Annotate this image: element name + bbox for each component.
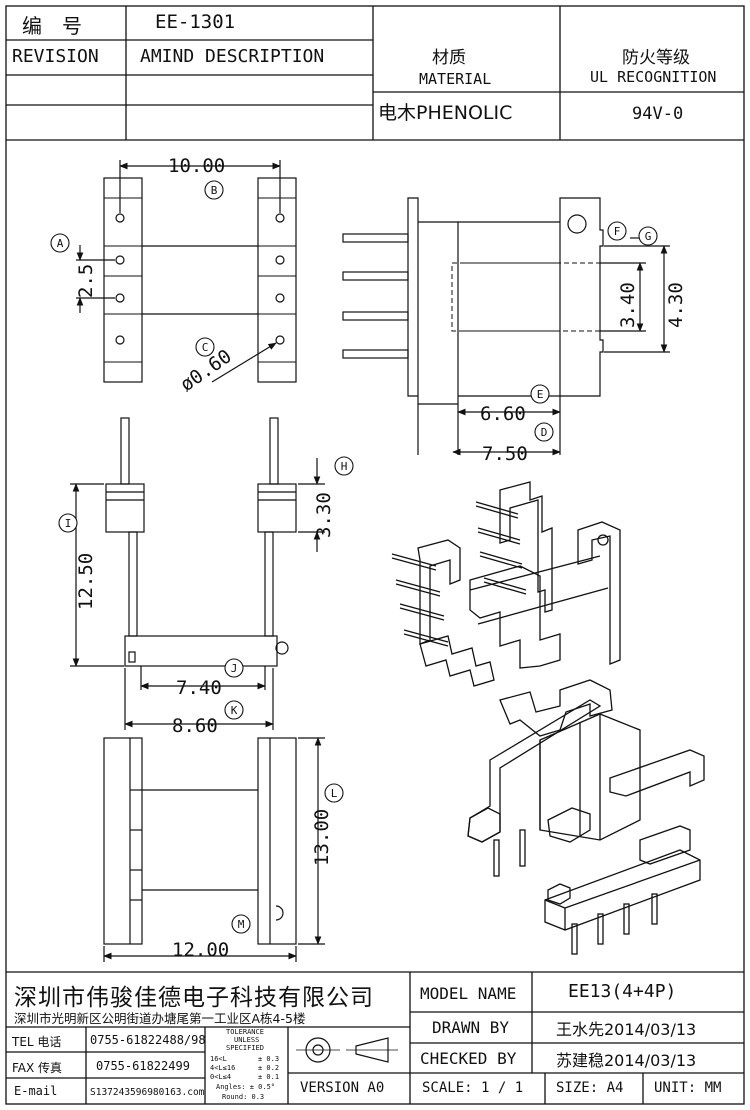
dim-6-60: 6.60 [480,403,526,425]
circle-marker-letters: B A C D E F G H I J K L M [57,184,652,931]
tolerance-specified: SPECIFIED [226,1044,264,1052]
marker-f: F [614,225,621,238]
dim-12-00: 12.00 [172,939,229,961]
scale-label: SCALE: 1 / 1 [422,1080,524,1096]
marker-b: B [211,184,218,197]
dim-3-40: 3.40 [617,282,639,328]
tolerance-row-3-value: ± 0.1 [258,1073,280,1081]
marker-a: A [57,237,64,250]
part-number: EE-1301 [155,11,236,33]
marker-h: H [341,460,348,473]
dim-pitch-2-5: 2.5 [75,264,97,298]
marker-g: G [645,230,652,243]
amind-description-label: AMIND DESCRIPTION [140,46,325,67]
dim-12-50: 12.50 [75,553,97,610]
dim-7-40: 7.40 [176,677,222,699]
company-address: 深圳市光明新区公明街道办塘尾第一工业区A栋4-5楼 [14,1011,306,1026]
marker-d: D [541,426,548,439]
version-label: VERSION A0 [300,1080,385,1096]
model-name-label: MODEL NAME [420,984,517,1003]
marker-m: M [238,918,245,931]
ul-label: UL RECOGNITION [590,68,717,86]
tel-number: 0755-61822488/98 [90,1033,206,1047]
marker-l: L [331,787,338,800]
bottom-view [70,417,325,730]
ul-label-cn: 防火等级 [622,48,690,68]
unit-label: UNIT: MM [654,1080,722,1096]
tolerance-unless: UNLESS [234,1036,260,1044]
drawn-by-value: 王水先2014/03/13 [556,1020,697,1039]
tolerance-round: Round: 0.3 [222,1093,265,1101]
dim-13-00: 13.00 [311,809,333,866]
fax-label: FAX 传真 [12,1061,63,1075]
circle-markers [50,180,658,934]
number-label: 编 号 [22,14,82,38]
material-label: MATERIAL [419,70,492,88]
material-value: 电木PHENOLIC [378,102,513,124]
isometric-view-lower [467,699,705,955]
marker-i: I [65,517,72,530]
email-address: S137243596980163.com [90,1087,205,1098]
tolerance-row-2-value: ± 0.2 [258,1064,280,1072]
size-label: SIZE: A4 [556,1080,624,1096]
dim-8-60: 8.60 [172,715,218,737]
dim-7-50: 7.50 [482,443,528,465]
marker-e: E [537,388,544,401]
dim-width-10: 10.00 [168,155,225,177]
fax-number: 0755-61822499 [96,1059,190,1073]
front-view [76,160,297,383]
tolerance-title: TOLERANCE [226,1028,264,1036]
dim-3-30: 3.30 [313,492,335,538]
tolerance-angles: Angles: ± 0.5° [216,1083,276,1091]
model-name-value: EE13(4+4P) [568,981,677,1002]
material-label-cn: 材质 [432,48,466,68]
tolerance-row-2-range: 4<L≤16 [210,1064,236,1072]
side-view [342,197,670,456]
ul-value: 94V-0 [632,104,684,124]
email-label: E-mail [14,1084,58,1098]
drawn-by-label: DRAWN BY [432,1018,510,1037]
top-view [103,737,325,962]
projection-symbol-icon [296,1037,398,1063]
tel-label: TEL 电话 [12,1035,62,1049]
checked-by-value: 苏建稳2014/03/13 [556,1051,697,1070]
revision-label: REVISION [12,46,99,67]
tolerance-row-1-range: 16<L [210,1055,227,1063]
isometric-view-upper [391,481,621,737]
checked-by-label: CHECKED BY [420,1049,517,1068]
tolerance-row-3-range: 0<L≤4 [210,1073,232,1081]
marker-k: K [231,704,238,717]
dim-4-30: 4.30 [665,282,687,328]
dimension-labels: 10.00 2.5 ø0.60 3.40 4.30 6.60 7.50 3.30… [75,155,687,961]
company-name: 深圳市伟骏佳德电子科技有限公司 [14,985,374,1011]
tolerance-row-1-value: ± 0.3 [258,1055,280,1063]
marker-c: C [202,341,209,354]
marker-j: J [231,662,238,675]
